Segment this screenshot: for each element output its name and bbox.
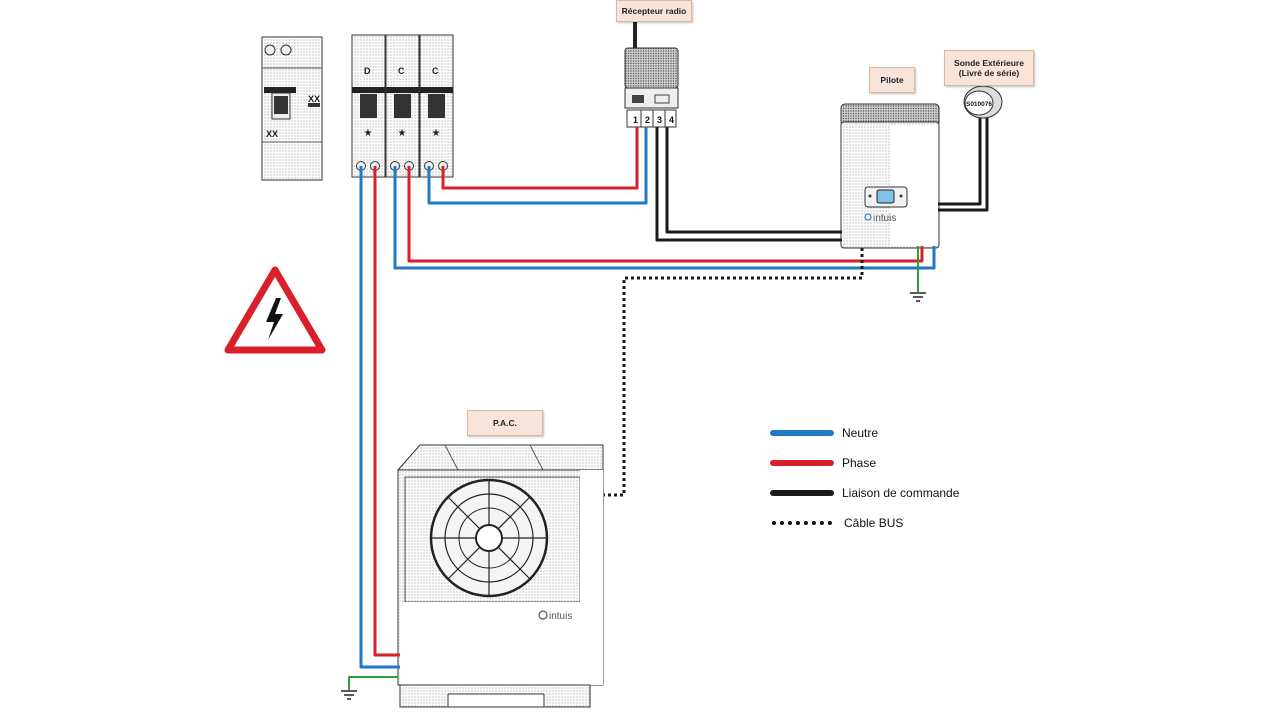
main-breaker: XX XX [261, 36, 323, 181]
legend-label-phase: Phase [842, 456, 877, 470]
radio-receiver: 1 2 3 4 [624, 20, 679, 128]
neutral-wire-receiver [427, 127, 648, 205]
outdoor-sensor: S010076 [963, 85, 1003, 119]
heat-pump-logo: intuis [538, 610, 572, 622]
breaker-1-label: D [364, 66, 371, 76]
neutral-wire-pac [359, 166, 400, 669]
legend-label-neutral: Neutre [842, 426, 879, 440]
circuit-breakers: D C C ★ ★ ★ [351, 34, 454, 178]
outdoor-sensor-label: Sonde Extérieure (Livré de série) [944, 50, 1034, 86]
sensor-code: S010076 [966, 101, 992, 108]
pilot-label: Pilote [869, 67, 915, 93]
breaker-2-label: C [398, 66, 405, 76]
earth-icon-pac [341, 690, 357, 700]
main-breaker-label-a: XX [308, 94, 320, 104]
pilot-unit: intuis [840, 103, 940, 249]
earth-wire-pac [348, 676, 398, 690]
pilot-brand-logo: intuis [873, 213, 896, 224]
bus-cable [604, 248, 864, 497]
electric-hazard-icon [224, 266, 326, 354]
breaker-3-label: C [432, 66, 439, 76]
heat-pump-label-text: P.A.C. [493, 418, 517, 428]
outdoor-sensor-label-line2: (Livré de série) [958, 68, 1020, 78]
radio-receiver-label-text: Récepteur radio [621, 6, 687, 16]
legend-swatch-phase [770, 460, 834, 466]
terminal-1: 1 [633, 115, 638, 125]
command-wire-2 [665, 127, 842, 234]
legend-item-command: Liaison de commande [770, 478, 959, 508]
pilot-label-text: Pilote [880, 75, 904, 85]
terminal-2: 2 [645, 115, 650, 125]
legend-item-phase: Phase [770, 448, 959, 478]
neutral-wire-pilot [393, 166, 936, 270]
earth-icon-pilot [910, 292, 926, 302]
legend-label-bus: Câble BUS [844, 516, 904, 530]
outdoor-sensor-label-line1: Sonde Extérieure [954, 58, 1024, 68]
heat-pump-label: P.A.C. [467, 410, 543, 436]
svg-text:★: ★ [364, 128, 373, 139]
legend: Neutre Phase Liaison de commande Câble B… [770, 418, 959, 538]
phase-wire-pac [373, 166, 400, 657]
phase-wire-pilot [407, 166, 924, 263]
legend-label-command: Liaison de commande [842, 486, 960, 500]
terminal-4: 4 [669, 115, 674, 125]
wiring [348, 118, 989, 690]
radio-receiver-label: Récepteur radio [616, 0, 692, 22]
sensor-wire-1 [938, 118, 982, 206]
legend-swatch-bus [772, 521, 832, 525]
legend-swatch-command [770, 490, 834, 496]
heat-pump-brand-logo: intuis [549, 611, 572, 622]
sensor-wire-2 [938, 118, 989, 212]
svg-text:★: ★ [432, 128, 441, 139]
heat-pump-fan-icon [429, 478, 549, 598]
legend-swatch-neutral [770, 430, 834, 436]
phase-wire-receiver [441, 127, 639, 190]
svg-text:★: ★ [398, 128, 407, 139]
terminal-3: 3 [657, 115, 662, 125]
main-breaker-label-b: XX [266, 129, 278, 139]
legend-item-bus: Câble BUS [770, 508, 959, 538]
legend-item-neutral: Neutre [770, 418, 959, 448]
command-wire-1 [655, 127, 842, 242]
